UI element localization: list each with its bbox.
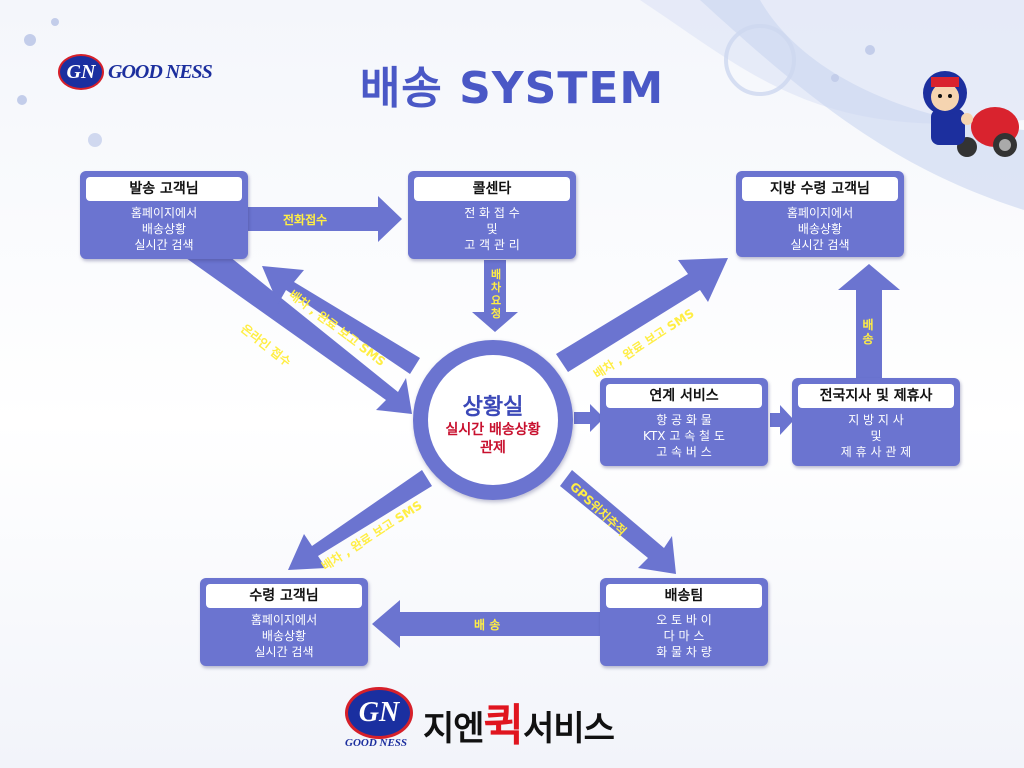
- node-delivery-team-title: 배송팀: [606, 584, 762, 608]
- arrow-regional-delivery: [838, 264, 900, 378]
- arrow-delivery: [372, 600, 600, 648]
- label-phone-receipt: 전화접수: [283, 213, 328, 227]
- node-line: 오 토 바 이: [656, 613, 712, 627]
- page-title: 배송 SYSTEM: [359, 63, 665, 114]
- hub-title: 상황실: [462, 395, 524, 420]
- node-sender-title: 발송 고객님: [86, 177, 242, 201]
- node-callcenter: 콜센타 전 화 접 수 및 고 객 관 리: [408, 171, 576, 259]
- node-line: 제 휴 사 관 제: [840, 445, 912, 459]
- brand-name-small: GOOD NESS: [345, 737, 408, 749]
- label-delivery: 배 송: [474, 618, 501, 632]
- arrow-report-sender: [262, 266, 420, 374]
- slogan-suffix: 서비스: [523, 709, 615, 749]
- node-line: 지 방 지 사: [848, 413, 904, 427]
- node-receiver: 수령 고객님 홈페이지에서 배송상황 실시간 검색: [200, 578, 368, 666]
- node-line: 배송상황: [797, 222, 843, 236]
- arrow-online: [186, 244, 412, 414]
- node-line: 실시간 검색: [254, 645, 314, 659]
- node-line: 홈페이지에서: [130, 206, 198, 220]
- arrow-dispatch: [472, 260, 518, 332]
- node-line: 홈페이지에서: [250, 613, 318, 627]
- arrow-report-regional: [556, 258, 728, 372]
- node-line: 배송상황: [261, 629, 307, 643]
- arrow-hub-linked: [574, 404, 604, 432]
- label-regional-delivery: 배 송: [862, 318, 874, 346]
- node-line: 다 마 스: [663, 629, 705, 643]
- logo-bottom: GN GOOD NESS 지엔퀵서비스: [345, 683, 675, 753]
- node-line: 화 물 차 량: [656, 645, 712, 659]
- node-line: 고 객 관 리: [464, 238, 520, 252]
- node-branches-title: 전국지사 및 제휴사: [798, 384, 954, 408]
- arrow-linked-branches: [770, 405, 794, 435]
- node-delivery-team: 배송팀 오 토 바 이 다 마 스 화 물 차 량: [600, 578, 768, 666]
- label-dispatch: 배 차 요 청: [490, 268, 502, 320]
- brand-name: GOOD NESS: [108, 60, 213, 83]
- slogan-highlight: 퀵: [483, 700, 524, 751]
- node-linked-service: 연계 서비스 항 공 화 물 KTX 고 속 철 도 고 속 버 스: [600, 378, 768, 466]
- hub-control-room: 상황실 실시간 배송상황 관제: [413, 340, 573, 500]
- node-line: KTX 고 속 철 도: [643, 429, 725, 443]
- node-line: 실시간 검색: [790, 238, 850, 252]
- courier-mascot-icon: [923, 71, 1019, 157]
- hub-line-2: 관제: [480, 440, 506, 456]
- node-line: 및: [486, 222, 498, 236]
- hub-inner: 상황실 실시간 배송상황 관제: [428, 355, 558, 485]
- node-branches: 전국지사 및 제휴사 지 방 지 사 및 제 휴 사 관 제: [792, 378, 960, 466]
- node-sender: 발송 고객님 홈페이지에서 배송상황 실시간 검색: [80, 171, 248, 259]
- node-line: 전 화 접 수: [464, 206, 520, 220]
- node-line: 고 속 버 스: [656, 445, 712, 459]
- slogan-prefix: 지엔: [423, 709, 485, 749]
- node-line: 및: [870, 429, 882, 443]
- gn-logo-icon: GN: [58, 54, 104, 90]
- hub-line-1: 실시간 배송상황: [445, 422, 541, 438]
- node-line: 홈페이지에서: [786, 206, 854, 220]
- node-receiver-title: 수령 고객님: [206, 584, 362, 608]
- logo-top: GN GOOD NESS: [58, 54, 213, 90]
- node-regional-receiver: 지방 수령 고객님 홈페이지에서 배송상황 실시간 검색: [736, 171, 904, 257]
- node-linked-service-title: 연계 서비스: [606, 384, 762, 408]
- arrow-phone-receipt: [248, 196, 402, 242]
- arrow-report-receiver: [288, 470, 432, 570]
- node-line: 실시간 검색: [134, 238, 194, 252]
- node-callcenter-title: 콜센타: [414, 177, 570, 201]
- brand-slogan: 지엔퀵서비스: [423, 689, 615, 753]
- gn-logo-large-icon: GN: [345, 687, 413, 739]
- arrow-gps: [560, 470, 676, 574]
- node-regional-receiver-title: 지방 수령 고객님: [742, 177, 898, 201]
- node-line: 항 공 화 물: [656, 413, 712, 427]
- node-line: 배송상황: [141, 222, 187, 236]
